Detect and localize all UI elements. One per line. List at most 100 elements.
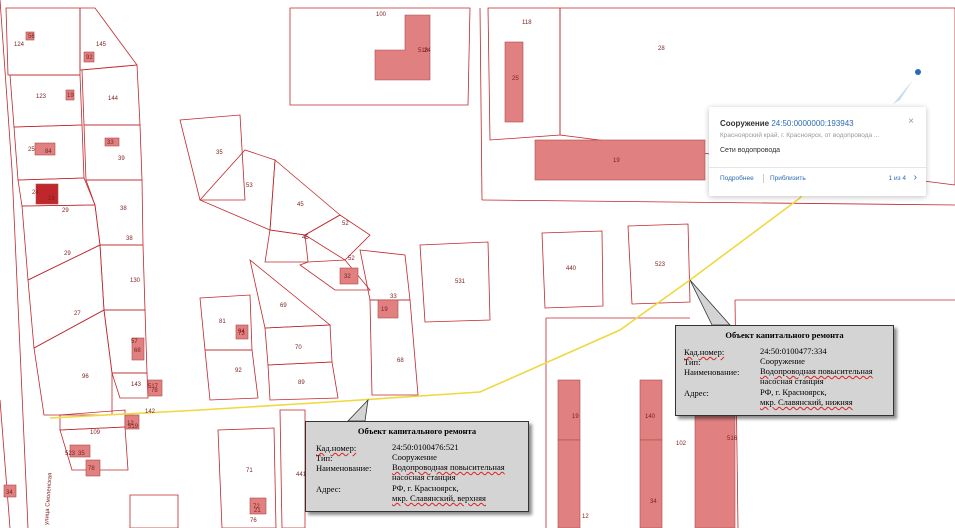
building-number-label: 517	[148, 384, 159, 390]
plot-number-label: 45	[302, 235, 309, 241]
parcel-outline	[541, 230, 604, 309]
parcel-outline	[419, 241, 491, 323]
plot-number-label: 89	[298, 380, 305, 386]
building-number-label: 84	[45, 149, 52, 155]
building-number-label: 72	[253, 504, 260, 510]
chevron-right-icon[interactable]: ›	[913, 172, 917, 183]
parcel-outline	[299, 259, 371, 291]
boundary-line	[11, 169, 29, 528]
building-number-label: 24	[424, 48, 431, 54]
cad-number-key: Кад.номер:	[684, 347, 725, 357]
plot-number-label: 53	[246, 183, 253, 189]
boundary-line	[479, 7, 483, 201]
callout-pointer	[347, 398, 369, 422]
address-value-line2: мкр. Славянский, нижняя	[760, 397, 853, 407]
building-number-label: 35	[78, 451, 85, 457]
plot-number-label: 69	[280, 303, 287, 309]
building	[3, 484, 17, 498]
plot-number-label: 24	[32, 190, 39, 196]
parcel-outline	[179, 114, 246, 201]
plot-number-label: 109	[90, 430, 101, 436]
building	[35, 183, 59, 205]
plot-number-label: 143	[131, 382, 142, 388]
plot-number-label: 52	[342, 221, 349, 227]
plot-number-label: 38	[120, 206, 127, 212]
plot-number-label: 440	[566, 266, 577, 272]
building	[339, 267, 359, 285]
parcel-outline	[33, 309, 113, 416]
building-number-label: 12	[582, 514, 589, 520]
street-label: улица Смоленская	[44, 473, 54, 526]
popup-divider	[709, 167, 926, 168]
plot-number-label: 33	[390, 294, 397, 300]
building-number-label: 78	[88, 466, 95, 472]
building-number-label: 523	[65, 451, 76, 457]
cad-number-value: 24:50:0100477:334	[760, 346, 827, 356]
parcel-outline	[359, 249, 411, 301]
close-icon[interactable]: ×	[908, 116, 914, 127]
building	[131, 337, 145, 361]
plot-number-label: 92	[235, 368, 242, 374]
building-number-label: 56	[28, 34, 35, 40]
type-value: Сооружение	[392, 452, 437, 462]
plot-number-label: 441	[296, 472, 307, 478]
plot-number-label: 27	[74, 311, 81, 317]
plot-number-label: 523	[655, 262, 666, 268]
building-number-label: 94	[238, 329, 245, 335]
plot-number-label: 145	[96, 42, 107, 48]
zoom-to-link[interactable]: Приблизить	[770, 175, 806, 182]
building-number-label: 73	[238, 331, 245, 337]
parcel-outline	[304, 214, 371, 261]
boundary-line	[0, 399, 11, 528]
building-number-label: 18	[48, 196, 55, 202]
address-value-line1: РФ, г. Красноярск,	[392, 483, 459, 493]
building	[83, 51, 95, 63]
name-value-line2: насосная станция	[392, 472, 456, 482]
building	[124, 414, 140, 430]
building-number-label: 78	[151, 388, 158, 394]
parcel-outline	[199, 149, 276, 231]
popup-pager: 1 из 4	[888, 175, 906, 182]
parcel-outline	[111, 372, 149, 399]
address-key: Адрес:	[316, 484, 341, 494]
boundary-line	[481, 199, 955, 206]
building-number-label: 34	[650, 499, 657, 505]
plot-number-label: 38	[126, 236, 133, 242]
building	[25, 31, 35, 41]
address-key: Адрес:	[684, 388, 709, 398]
plot-number-label: 70	[295, 345, 302, 351]
building	[235, 324, 249, 340]
parcel-outline	[21, 204, 101, 281]
building-number-label: 34	[6, 490, 13, 496]
type-key: Тип:	[684, 357, 701, 367]
address-value-line1: РФ, г. Красноярск,	[760, 387, 827, 397]
building-number-label: 32	[344, 274, 351, 280]
plot-number-label: 144	[108, 96, 119, 102]
building	[639, 439, 663, 528]
callout-pointer	[689, 279, 731, 326]
plot-number-label: 531	[455, 279, 466, 285]
building-number-label: 68	[134, 348, 141, 354]
building	[377, 299, 399, 319]
more-details-link[interactable]: Подробнее	[720, 175, 754, 182]
plot-number-label: 118	[522, 20, 532, 26]
info-box-upper-station: Объект капитального ремонта Кад.номер: 2…	[305, 421, 529, 512]
plot-number-label: 45	[297, 202, 304, 208]
parcel-outline	[59, 409, 126, 431]
building-number-label: 92	[86, 55, 93, 61]
parcel-outline	[269, 159, 341, 236]
parcel-outline	[204, 349, 259, 401]
building	[534, 139, 706, 181]
water-pipeline	[49, 189, 806, 419]
type-key: Тип:	[316, 453, 333, 463]
address-value-line2: мкр. Славянский, верхняя	[392, 493, 486, 503]
plot-number-label: 124	[14, 42, 25, 48]
name-key: Наименование:	[316, 463, 372, 473]
building	[104, 137, 120, 147]
popup-cad-number[interactable]: 24:50:0000000:193943	[771, 119, 854, 128]
building-number-label: 33	[107, 140, 114, 146]
plot-number-label: 130	[130, 278, 141, 284]
location-marker-icon	[915, 69, 921, 75]
plot-number-label: 57	[131, 339, 138, 345]
